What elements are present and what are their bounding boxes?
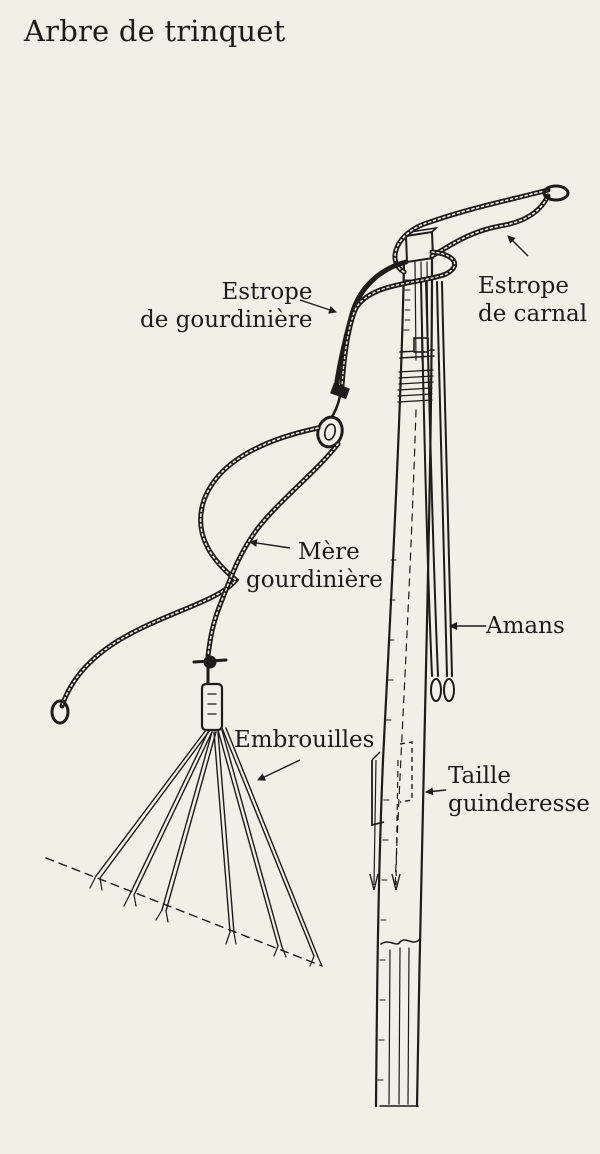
mast: [374, 226, 439, 1108]
arrow-mere-gourdiniere: [249, 539, 291, 549]
label-amans: Amans: [486, 613, 565, 639]
label-estrope-de-carnal: Estrope de carnal: [478, 273, 588, 327]
arrow-estrope-gourdiniere: [299, 299, 337, 314]
taille-guinderesse-block: [369, 741, 413, 891]
label-arrows: [249, 235, 529, 796]
estrope-de-carnal-rope: [392, 184, 570, 275]
label-mere-gourdiniere: Mère gourdinière: [246, 539, 383, 593]
diagram-title: Arbre de trinquet: [24, 14, 286, 48]
amans-ropes: [420, 281, 455, 702]
estrope-de-gourdiniere-rope: [316, 249, 458, 449]
mere-gourdiniere-rope: [50, 425, 341, 725]
arrow-taille-guinderesse: [425, 787, 447, 796]
arrow-embrouilles: [257, 759, 301, 781]
arrow-estrope-carnal: [507, 235, 529, 257]
label-embrouilles: Embrouilles: [234, 727, 375, 753]
embrouilles-lines: [45, 682, 323, 967]
label-taille-guinderesse: Taille guinderesse: [448, 763, 590, 817]
label-estrope-de-gourdiniere: Estrope de gourdinière: [140, 279, 313, 333]
